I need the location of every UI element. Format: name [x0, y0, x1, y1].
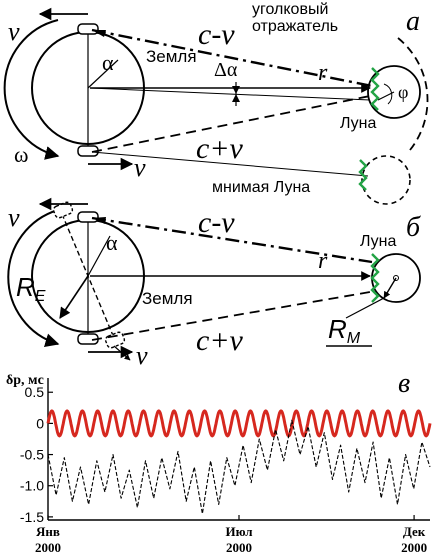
panel-c: δp, мс в 0.50-0.5-1.0-1.5Янв2000Июл2000Д… [6, 368, 432, 555]
observatory-top-b [77, 211, 99, 223]
alpha-line-b [87, 235, 111, 277]
rotation-arrow-b [7, 209, 60, 348]
re-arrow-b [59, 275, 89, 319]
chart-xtick-label: Янв [36, 524, 60, 539]
c-minus-v-label-b: c-v [198, 206, 235, 239]
rm-label-b: RM [328, 314, 361, 347]
chart-xtick-label: Дек [403, 524, 426, 539]
velocity-label-top-b: v [8, 203, 20, 232]
rm-main-b: R [328, 314, 347, 344]
re-sub-b: E [35, 288, 46, 305]
beam-c-minus-v-arrow-a [92, 30, 106, 37]
imaginary-reflector-zigzag-a [358, 159, 368, 191]
earth-label-b: Земля [142, 289, 193, 308]
moon-circle-a [367, 65, 421, 119]
alpha-label-a: α [102, 50, 114, 75]
chart-xtick-label: 2000 [35, 540, 61, 555]
r-label-a: r [318, 60, 328, 86]
reflector-zigzag-b [370, 253, 380, 303]
imaginary-moon-label-a: мнимая Луна [212, 179, 310, 196]
alpha-label-b: α [106, 230, 118, 255]
line-to-imaginary-moon-a [91, 151, 369, 177]
velocity-bottom-small-b [113, 345, 131, 361]
chart-xtick-label: 2000 [401, 540, 427, 555]
chart-xtick-label: 2000 [226, 540, 252, 555]
moon-label-a: Луна [340, 115, 377, 132]
omega-label-a: ω [14, 142, 28, 167]
moon-label-b: Луна [360, 233, 397, 250]
rm-leader-b [345, 297, 385, 319]
tilted-line-a [89, 87, 371, 101]
c-plus-v-label-a: c+v [196, 132, 244, 165]
phi-label-a: φ [398, 82, 408, 102]
reflector-label-1-a: уголковый [252, 1, 328, 18]
delta-alpha-label-a: Δα [214, 59, 238, 81]
panel-b: v v α RE Земля c-v c+v r Луна б RM [7, 197, 421, 370]
re-label-b: RE [16, 272, 46, 305]
panel-label-b: б [406, 212, 421, 243]
chart-ylabel: δp, мс [6, 373, 44, 388]
panel-label-c: в [398, 368, 410, 399]
chart-series-1 [47, 419, 431, 515]
velocity-label-bottom-b: v [136, 341, 148, 370]
c-plus-v-label-b: c+v [196, 324, 244, 357]
beam-c-minus-v-b [91, 216, 373, 264]
delta-alpha-arrow1-a [232, 86, 240, 94]
reflector-zigzag-a [370, 67, 380, 111]
chart-series-0 [46, 409, 432, 438]
re-main-b: R [16, 272, 35, 302]
panel-a: v v ω α Земля Δα c-v c+v r уголковый отр… [3, 1, 429, 205]
alpha-line-a [87, 59, 119, 89]
delta-alpha-arrow2-a [232, 94, 240, 102]
beam-c-minus-v-arrow-b [92, 217, 106, 224]
velocity-label-top-a: v [8, 17, 20, 46]
moon-phi-arc-a [383, 83, 393, 105]
observatory-top-a [77, 23, 99, 35]
panel-label-a: а [406, 6, 420, 37]
beam-c-minus-v-a [91, 28, 373, 88]
chart-ytick-label: -1.5 [20, 509, 44, 525]
earth-label-a: Земля [146, 47, 197, 66]
reflector-label-2-a: отражатель [252, 18, 338, 35]
c-minus-v-label-a: c-v [198, 18, 235, 51]
chart-xtick-label: Июл [225, 524, 252, 539]
chart-ytick-label: 0.5 [25, 384, 45, 400]
rm-arrow-b [383, 277, 397, 299]
chart-ytick-label: 0 [36, 415, 44, 431]
velocity-label-bottom-a: v [134, 153, 146, 182]
dashed-arc-a [397, 37, 429, 151]
chart-ytick-label: -1.0 [20, 478, 44, 494]
rm-sub-b: M [347, 330, 361, 347]
chart-ytick-label: -0.5 [20, 447, 44, 463]
imaginary-moon-circle-a [361, 155, 411, 205]
r-label-b: r [318, 248, 328, 274]
rotation-arrow-a [3, 19, 60, 160]
